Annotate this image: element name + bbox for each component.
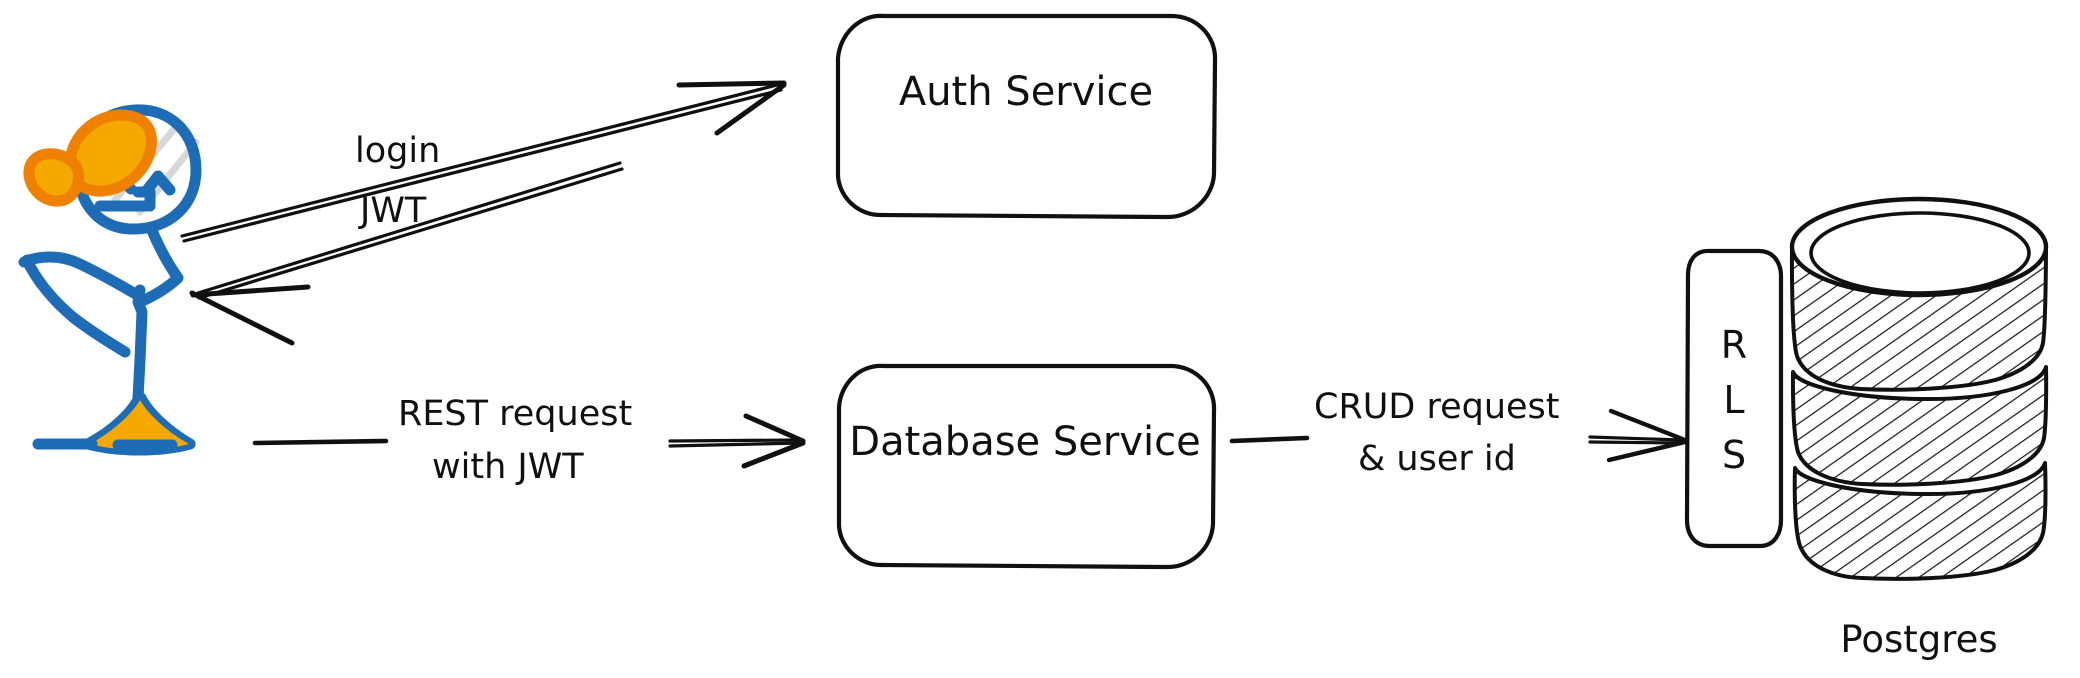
body-outline — [18, 222, 196, 456]
rls-letter-s: S — [1722, 433, 1746, 477]
auth-service-label: Auth Service — [899, 69, 1153, 115]
login-edge-label: login — [355, 131, 440, 171]
postgres-segment-top — [1789, 196, 2049, 392]
postgres-label: Postgres — [1840, 618, 1997, 661]
skirt-fill — [90, 400, 189, 450]
database-service-label: Database Service — [849, 419, 1200, 465]
postgres-segment-middle — [1790, 365, 2049, 487]
rest-edge-label-line1: REST request — [398, 394, 632, 434]
login-edge — [180, 80, 787, 243]
rls-letter-r: R — [1721, 323, 1747, 367]
jwt-edge-label: JWT — [358, 191, 427, 231]
jwt-edge — [189, 161, 624, 346]
ground-line — [32, 438, 178, 451]
rls-letter-l: L — [1723, 378, 1744, 422]
crud-edge — [1229, 408, 1688, 463]
auth-service-node[interactable]: Auth Service — [835, 13, 1218, 220]
crud-edge-label-line2: & user id — [1358, 439, 1516, 479]
smile-icon — [94, 186, 156, 212]
rest-edge-label-line2: with JWT — [432, 447, 584, 487]
rest-edge — [252, 413, 806, 469]
postgres-segment-bottom — [1792, 461, 2048, 581]
stick-figure-user — [18, 104, 202, 456]
postgres-node[interactable]: Postgres — [1789, 196, 2049, 661]
rls-node[interactable]: R L S — [1684, 248, 1784, 549]
hair-bow-icon — [23, 109, 157, 207]
crud-edge-label-line1: CRUD request — [1314, 387, 1560, 427]
database-service-node[interactable]: Database Service — [836, 363, 1217, 570]
